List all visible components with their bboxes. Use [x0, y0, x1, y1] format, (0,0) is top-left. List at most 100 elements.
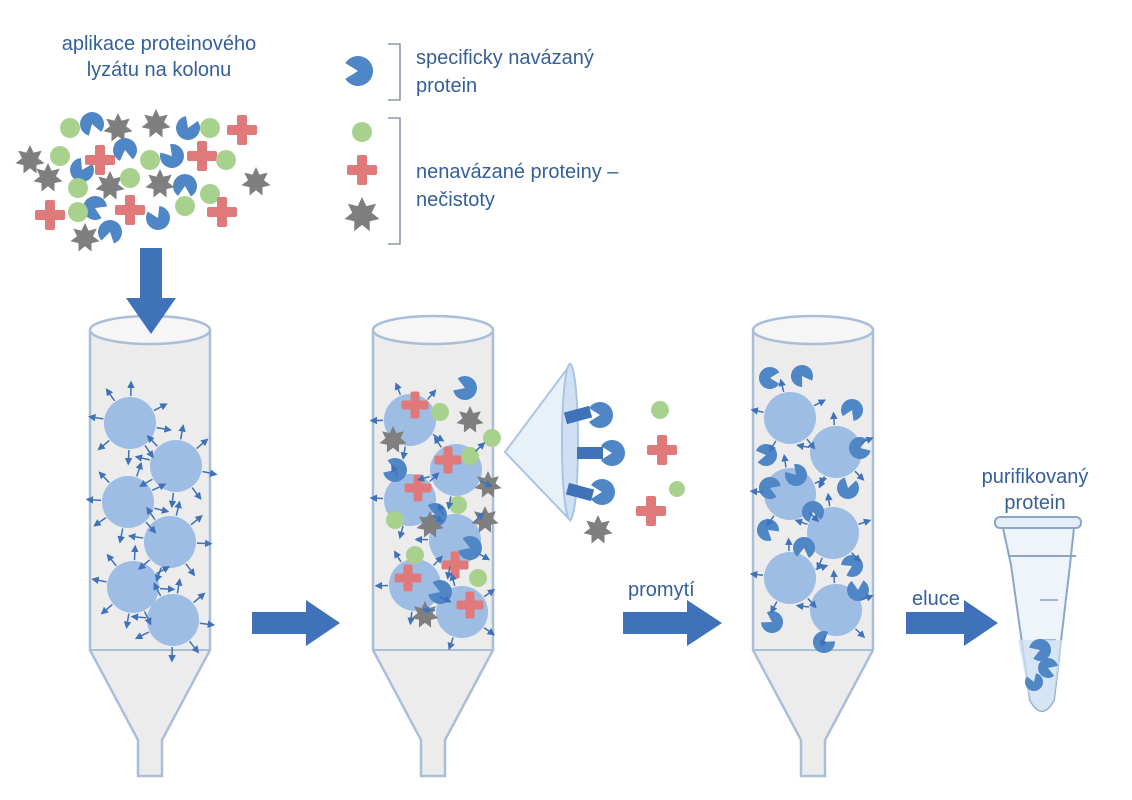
gray-protein-icon	[33, 163, 63, 192]
bound-protein-icon	[1029, 639, 1052, 661]
green-protein-icon	[68, 202, 88, 222]
legend-green-protein-icon	[352, 122, 372, 142]
gray-protein-icon	[15, 145, 45, 174]
resin-bead	[104, 397, 156, 449]
product-line-2: protein	[1004, 492, 1066, 514]
green-protein-icon	[431, 403, 449, 421]
arrow-wash	[623, 600, 722, 646]
bound-protein-icon	[791, 364, 813, 387]
gray-protein-icon	[241, 167, 271, 196]
red-protein-icon	[441, 551, 469, 579]
bound-protein-icon	[785, 464, 808, 486]
red-protein-icon	[227, 115, 257, 145]
bound-protein-icon	[589, 402, 614, 428]
green-protein-icon	[469, 569, 487, 587]
resin-bead	[144, 516, 196, 568]
label-wash: promytí	[628, 579, 695, 601]
bound-protein-icon	[146, 206, 170, 230]
label-elution: eluce	[912, 588, 960, 610]
bound-protein-icon	[761, 611, 783, 634]
title-line-2: lyzátu na kolonu	[86, 59, 232, 81]
legend-bound-line-2: protein	[416, 75, 478, 97]
gray-protein-icon	[411, 601, 439, 628]
bound-protein-icon	[113, 138, 137, 161]
bound-protein-icon	[458, 535, 482, 560]
bound-protein-icon	[70, 158, 94, 182]
title-line-1: aplikace proteinového	[61, 33, 257, 55]
green-protein-icon	[140, 150, 160, 170]
green-protein-icon	[483, 429, 501, 447]
magnifier-cone	[503, 361, 579, 523]
bound-protein-icon	[847, 580, 869, 602]
resin-bead	[147, 594, 199, 646]
legend-red-protein-icon	[347, 155, 377, 185]
red-protein-icon	[647, 435, 677, 465]
bound-protein-icon	[591, 478, 616, 505]
resin-bead	[807, 507, 859, 559]
arrow-step-1	[252, 600, 340, 646]
green-protein-icon	[461, 447, 479, 465]
green-protein-icon	[50, 146, 70, 166]
zoom-binding-arrow	[563, 405, 593, 425]
green-protein-icon	[200, 184, 220, 204]
bound-protein-icon	[83, 196, 107, 220]
gray-protein-icon	[583, 515, 613, 544]
bound-protein-icon	[836, 477, 859, 499]
zoom-binding-arrow	[577, 447, 603, 459]
legend-bound-protein-icon	[345, 55, 374, 86]
gray-protein-icon	[70, 223, 100, 252]
legend-unbound-line-2: nečistoty	[416, 189, 495, 211]
red-protein-icon	[207, 197, 237, 227]
gray-protein-icon	[95, 171, 125, 200]
legend-gray-protein-icon	[344, 197, 380, 232]
legend-bound-line-1: specificky navázaný	[416, 47, 594, 69]
resin-bead	[810, 584, 862, 636]
red-protein-icon	[401, 391, 429, 419]
resin-bead	[107, 561, 159, 613]
resin-bead	[764, 552, 816, 604]
green-protein-icon	[449, 496, 467, 514]
gray-protein-icon	[456, 406, 484, 433]
green-protein-icon	[60, 118, 80, 138]
bound-protein-icon	[172, 174, 197, 197]
bound-protein-icon	[98, 220, 122, 244]
legend-bracket-unbound	[388, 117, 401, 245]
bound-protein-icon	[793, 536, 815, 558]
green-protein-icon	[68, 178, 88, 198]
resin-bead	[389, 559, 441, 611]
green-protein-icon	[216, 150, 236, 170]
bound-protein-icon	[848, 437, 871, 459]
green-protein-icon	[175, 196, 195, 216]
red-protein-icon	[456, 591, 484, 619]
bound-protein-icon	[1025, 673, 1044, 691]
bound-protein-icon	[841, 398, 864, 421]
gray-protein-icon	[103, 113, 133, 142]
resin-bead	[102, 476, 154, 528]
resin-bead	[764, 392, 816, 444]
gray-protein-icon	[145, 169, 175, 198]
legend-unbound-line-1: nenavázané proteiny –	[416, 161, 619, 183]
arrow-elution	[906, 600, 998, 646]
green-protein-icon	[200, 118, 220, 138]
green-protein-icon	[386, 511, 404, 529]
bound-protein-icon	[758, 367, 780, 389]
bound-protein-icon	[758, 477, 781, 499]
bound-protein-icon	[176, 116, 200, 140]
gray-protein-icon	[141, 109, 171, 138]
red-protein-icon	[85, 145, 115, 175]
bound-protein-icon	[453, 375, 477, 400]
bound-protein-icon	[1038, 658, 1058, 678]
red-protein-icon	[636, 496, 666, 526]
green-protein-icon	[120, 168, 140, 188]
red-protein-icon	[35, 200, 65, 230]
arrow-down-load	[126, 248, 176, 334]
resin-bead	[810, 426, 862, 478]
zoom-binding-arrow	[565, 482, 595, 502]
legend-bracket-bound	[388, 43, 401, 101]
gray-protein-icon	[379, 426, 407, 453]
product-line-1: purifikovaný	[981, 466, 1089, 488]
red-protein-icon	[434, 446, 462, 474]
bound-protein-icon	[159, 144, 184, 168]
bound-protein-icon	[80, 112, 105, 136]
